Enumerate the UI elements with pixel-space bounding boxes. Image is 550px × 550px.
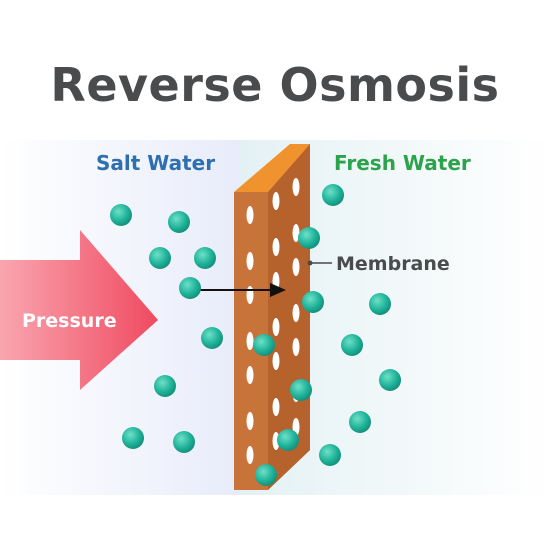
membrane-pore [246, 366, 254, 384]
membrane-pore [292, 304, 300, 322]
water-molecule-icon [122, 427, 144, 449]
fresh-water-label: Fresh Water [334, 151, 471, 175]
membrane-pore [292, 224, 300, 242]
membrane-pore [246, 412, 254, 430]
flow-arrow-icon [200, 283, 286, 297]
water-molecule-icon [173, 431, 195, 453]
membrane-pore [272, 352, 280, 370]
membrane-pore [292, 338, 300, 356]
membrane-pore [272, 318, 280, 336]
water-molecule-icon [379, 369, 401, 391]
water-molecule-icon [154, 375, 176, 397]
membrane-pore [246, 332, 254, 350]
water-molecule-icon [349, 411, 371, 433]
water-molecule-icon [319, 444, 341, 466]
water-molecule-icon [201, 327, 223, 349]
membrane-pore [272, 192, 280, 210]
membrane-pore [246, 206, 254, 224]
water-molecule-icon [298, 227, 320, 249]
water-molecule-icon [302, 291, 324, 313]
water-molecule-icon [369, 293, 391, 315]
membrane-pore [246, 252, 254, 270]
water-molecule-icon [110, 204, 132, 226]
membrane-pores [246, 178, 300, 464]
membrane-pore [292, 178, 300, 196]
membrane [234, 144, 310, 490]
membrane-pore [292, 258, 300, 276]
membrane-pore [246, 446, 254, 464]
diagram-title: Reverse Osmosis [50, 58, 500, 112]
water-molecules [110, 184, 401, 486]
pressure-arrow-icon: Pressure [0, 230, 158, 390]
pressure-label: Pressure [22, 310, 117, 332]
water-molecule-icon [194, 247, 216, 269]
water-molecule-icon [179, 277, 201, 299]
water-molecule-icon [168, 211, 190, 233]
osmosis-diagram: Salt Water Fresh Water Pressure Membrane [0, 140, 550, 495]
membrane-pore [272, 238, 280, 256]
salt-water-label: Salt Water [96, 151, 215, 175]
water-molecule-icon [277, 429, 299, 451]
water-molecule-icon [290, 379, 312, 401]
water-molecule-icon [322, 184, 344, 206]
membrane-pore [246, 286, 254, 304]
membrane-callout-dot [307, 260, 313, 266]
water-molecule-icon [149, 247, 171, 269]
membrane-label: Membrane [336, 253, 450, 275]
water-molecule-icon [341, 334, 363, 356]
water-molecule-icon [253, 334, 275, 356]
membrane-pore [272, 398, 280, 416]
water-molecule-icon [255, 464, 277, 486]
